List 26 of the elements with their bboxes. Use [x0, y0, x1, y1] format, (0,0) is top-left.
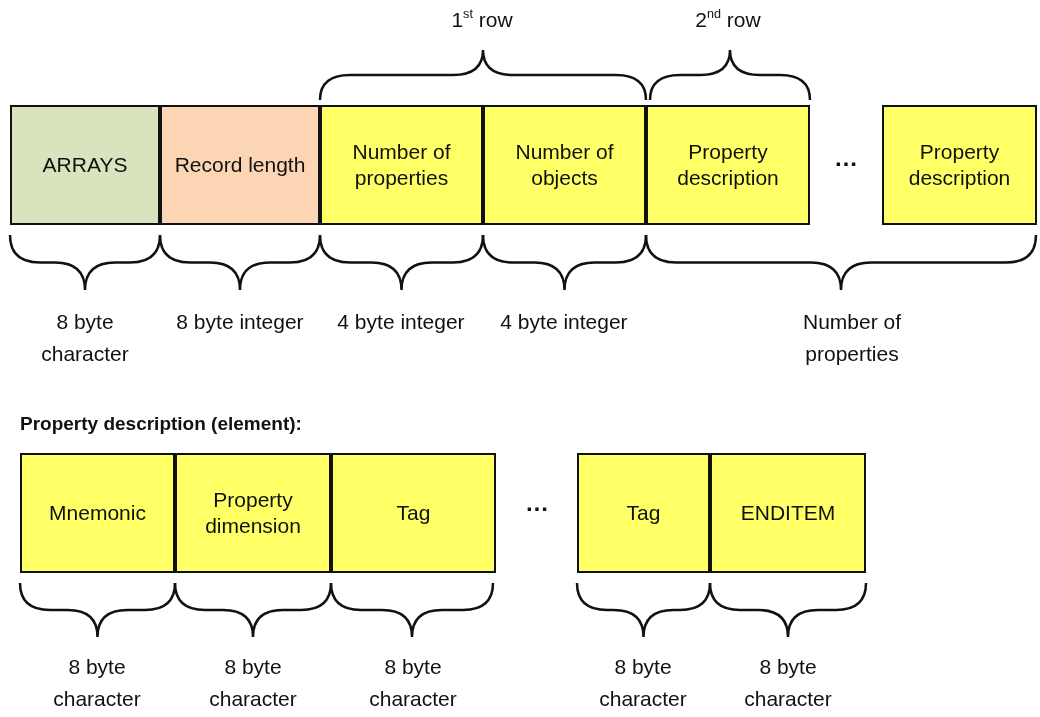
field-box: Property dimension	[175, 453, 331, 573]
size-label: 8 byte character	[743, 654, 833, 712]
size-label: 8 byte character	[40, 309, 130, 367]
ellipsis: …	[833, 143, 859, 173]
section-heading: Property description (element):	[20, 412, 302, 436]
field-box: Number of objects	[483, 105, 646, 225]
field-box: ARRAYS	[10, 105, 160, 225]
size-label: 8 byte character	[598, 654, 688, 712]
field-box: Property description	[646, 105, 810, 225]
row-label: 2$^{nd}$ row	[694, 6, 762, 33]
field-box: ENDITEM	[710, 453, 866, 573]
field-box: Record length	[160, 105, 320, 225]
field-box: Tag	[577, 453, 710, 573]
ellipsis: …	[524, 488, 550, 518]
field-box: Tag	[331, 453, 496, 573]
size-label: 8 byte character	[208, 654, 298, 712]
field-box: Mnemonic	[20, 453, 175, 573]
size-label: 8 byte character	[368, 654, 458, 712]
size-label: 4 byte integer	[336, 309, 466, 335]
row-label: 1$^{st}$ row	[450, 6, 514, 33]
size-label: 4 byte integer	[499, 309, 629, 335]
size-label: 8 byte integer	[175, 309, 305, 335]
field-box: Property description	[882, 105, 1037, 225]
size-label: Number of properties	[801, 309, 902, 367]
size-label: 8 byte character	[52, 654, 142, 712]
field-box: Number of properties	[320, 105, 483, 225]
